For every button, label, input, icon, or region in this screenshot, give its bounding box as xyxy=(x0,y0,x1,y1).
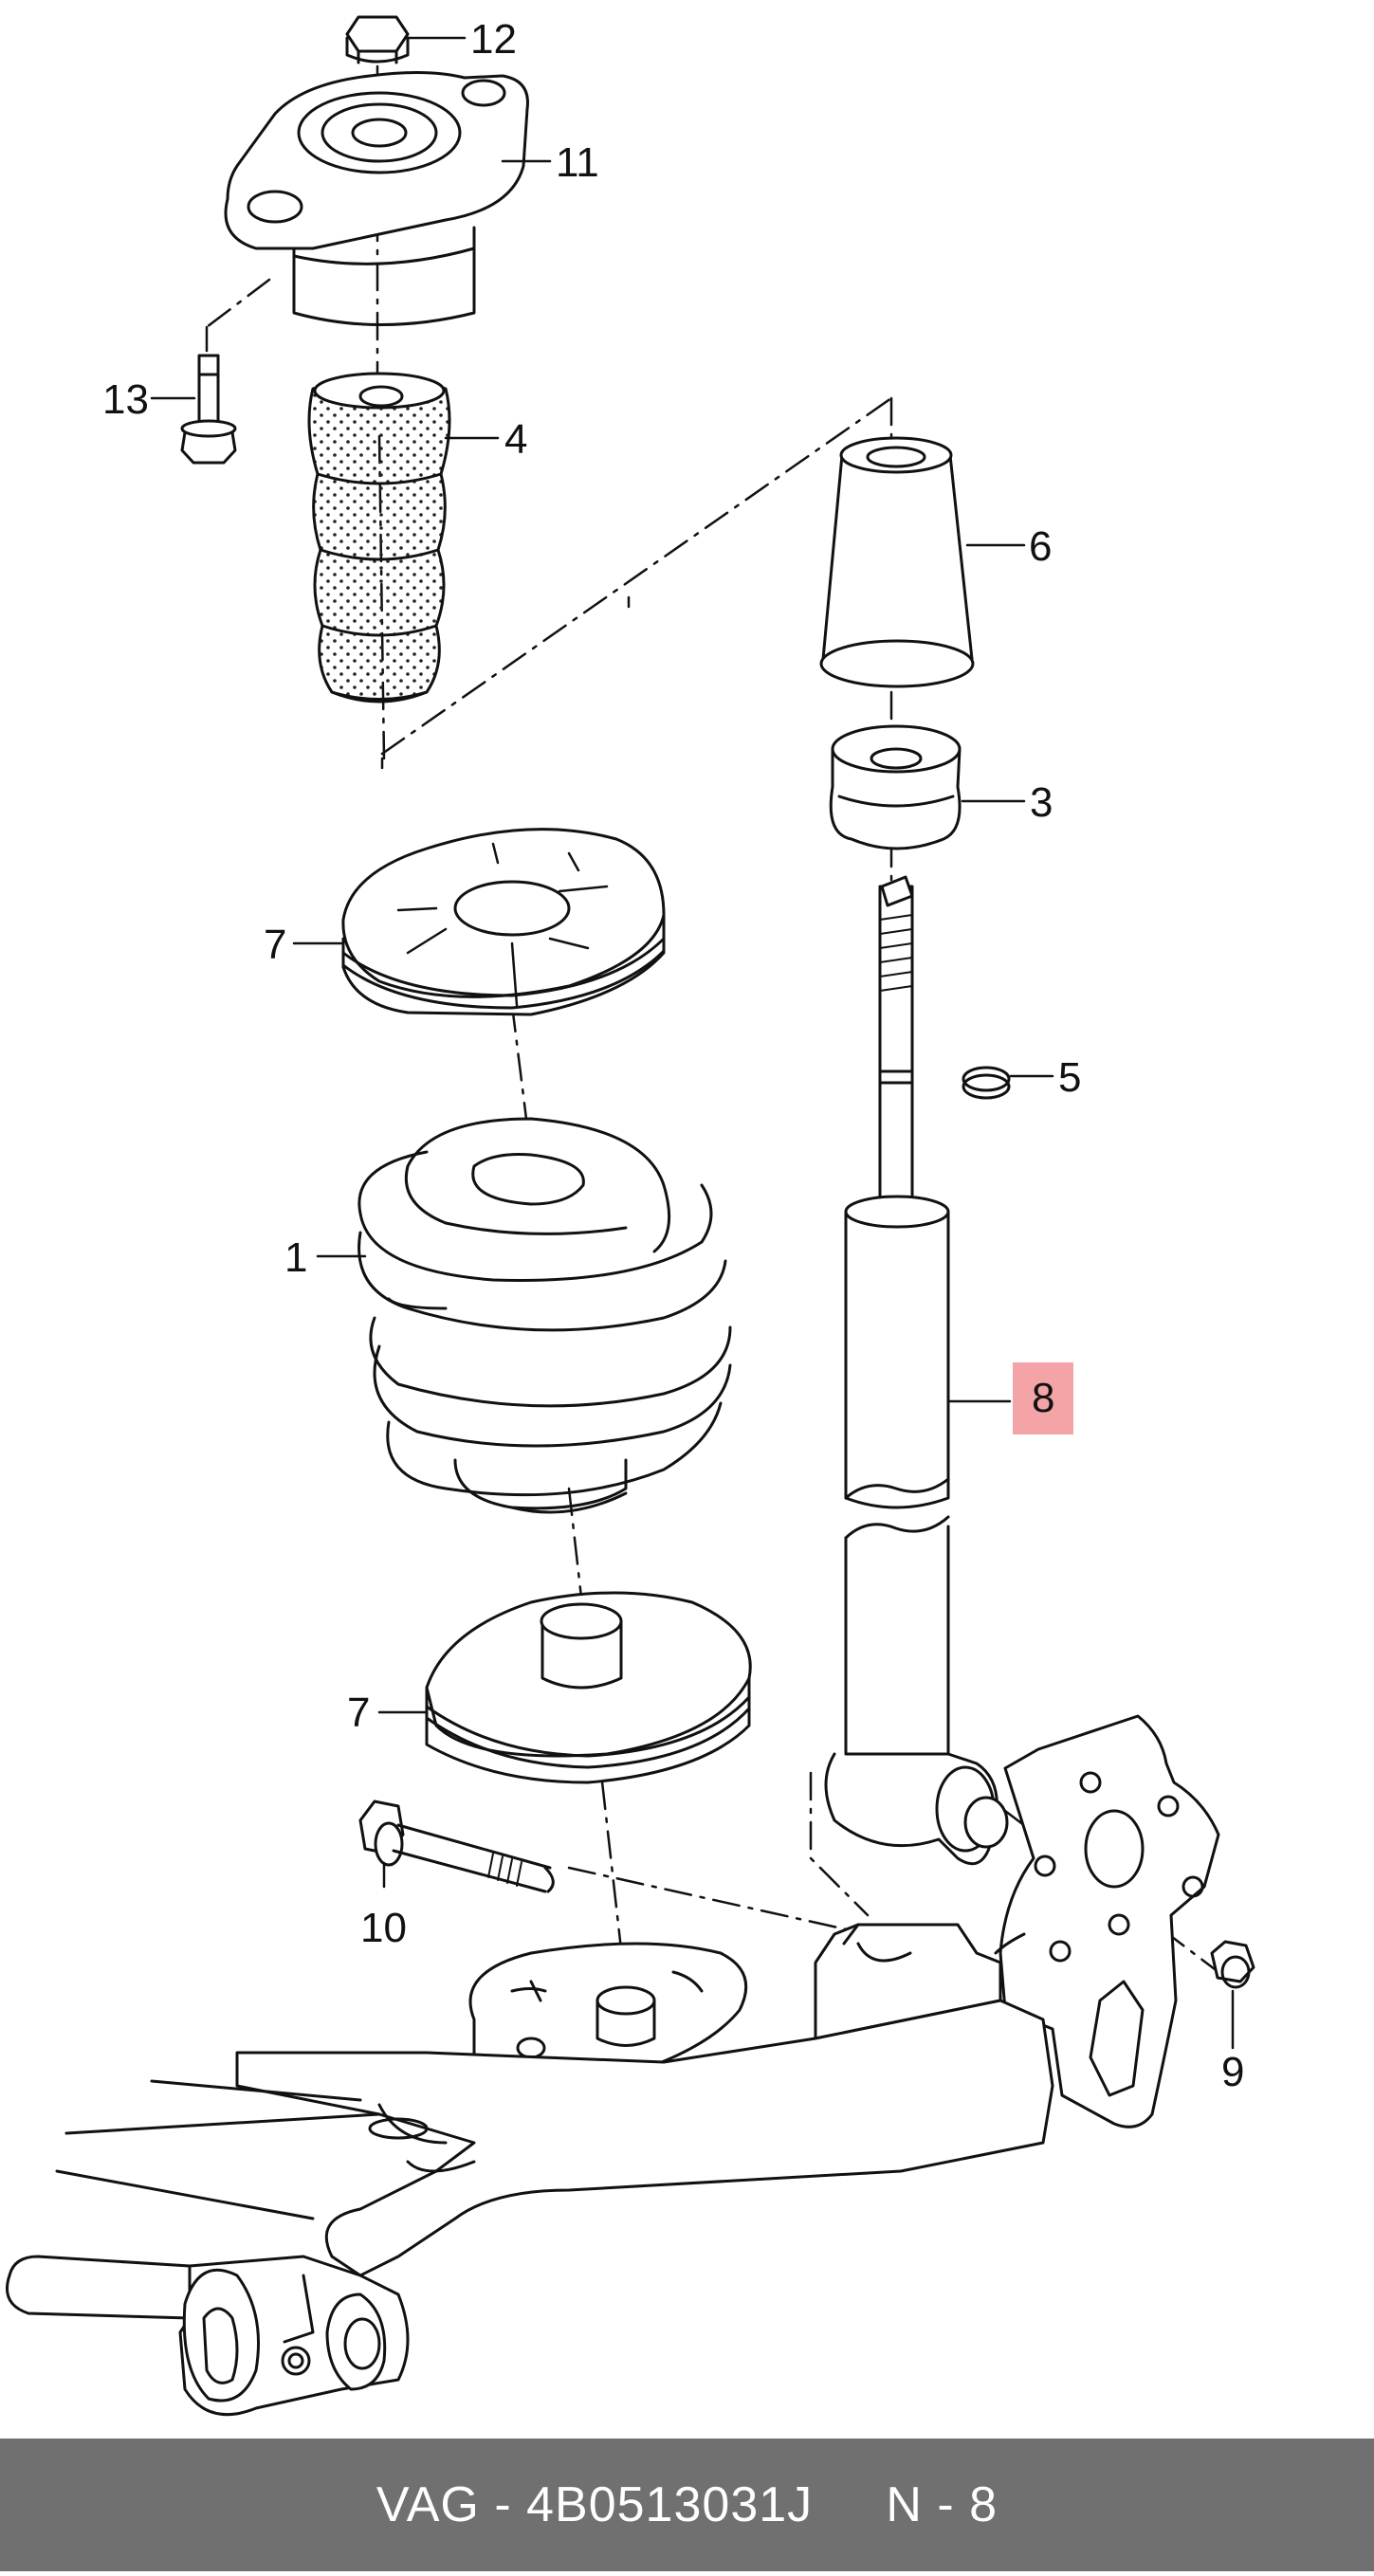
part-7-upper-spring-seat xyxy=(341,828,666,1016)
part-12-nut xyxy=(345,15,410,64)
callout-12: 12 xyxy=(470,16,517,63)
part-11-strut-mount xyxy=(224,70,529,326)
part-9-nut xyxy=(1210,1940,1255,1989)
callout-6: 6 xyxy=(1029,523,1053,570)
part-number-footer: VAG - 4B0513031J N - 8 xyxy=(0,2439,1374,2571)
footer-position: N - 8 xyxy=(886,2477,998,2532)
callout-5: 5 xyxy=(1058,1054,1082,1101)
rear-axle-beam xyxy=(6,1714,1220,2417)
part-10-bolt xyxy=(358,1800,555,1893)
part-13-bolt xyxy=(180,354,237,465)
callout-7-upper: 7 xyxy=(264,922,287,968)
part-1-coil-spring xyxy=(357,1117,732,1514)
part-8-shock-absorber xyxy=(824,875,1009,1866)
footer-part-number: 4B0513031J xyxy=(526,2477,814,2532)
part-5-washer xyxy=(962,1066,1011,1100)
footer-separator: - xyxy=(494,2477,512,2532)
part-7-lower-spring-seat xyxy=(425,1591,752,1784)
callout-9: 9 xyxy=(1221,2049,1245,2095)
footer-brand: VAG xyxy=(376,2477,480,2532)
part-6-dust-boot xyxy=(819,436,975,688)
callout-leaders xyxy=(150,36,1235,2050)
part-3-buffer xyxy=(829,724,962,850)
callout-11: 11 xyxy=(556,139,599,186)
part-4-bump-stop xyxy=(307,372,451,703)
callout-13: 13 xyxy=(102,376,149,423)
callout-8-highlighted: 8 xyxy=(1013,1362,1074,1434)
callout-1: 1 xyxy=(284,1234,308,1281)
callout-10: 10 xyxy=(360,1905,407,1951)
callout-3: 3 xyxy=(1030,779,1053,826)
callout-4: 4 xyxy=(504,416,528,463)
callout-7-lower: 7 xyxy=(347,1690,371,1736)
